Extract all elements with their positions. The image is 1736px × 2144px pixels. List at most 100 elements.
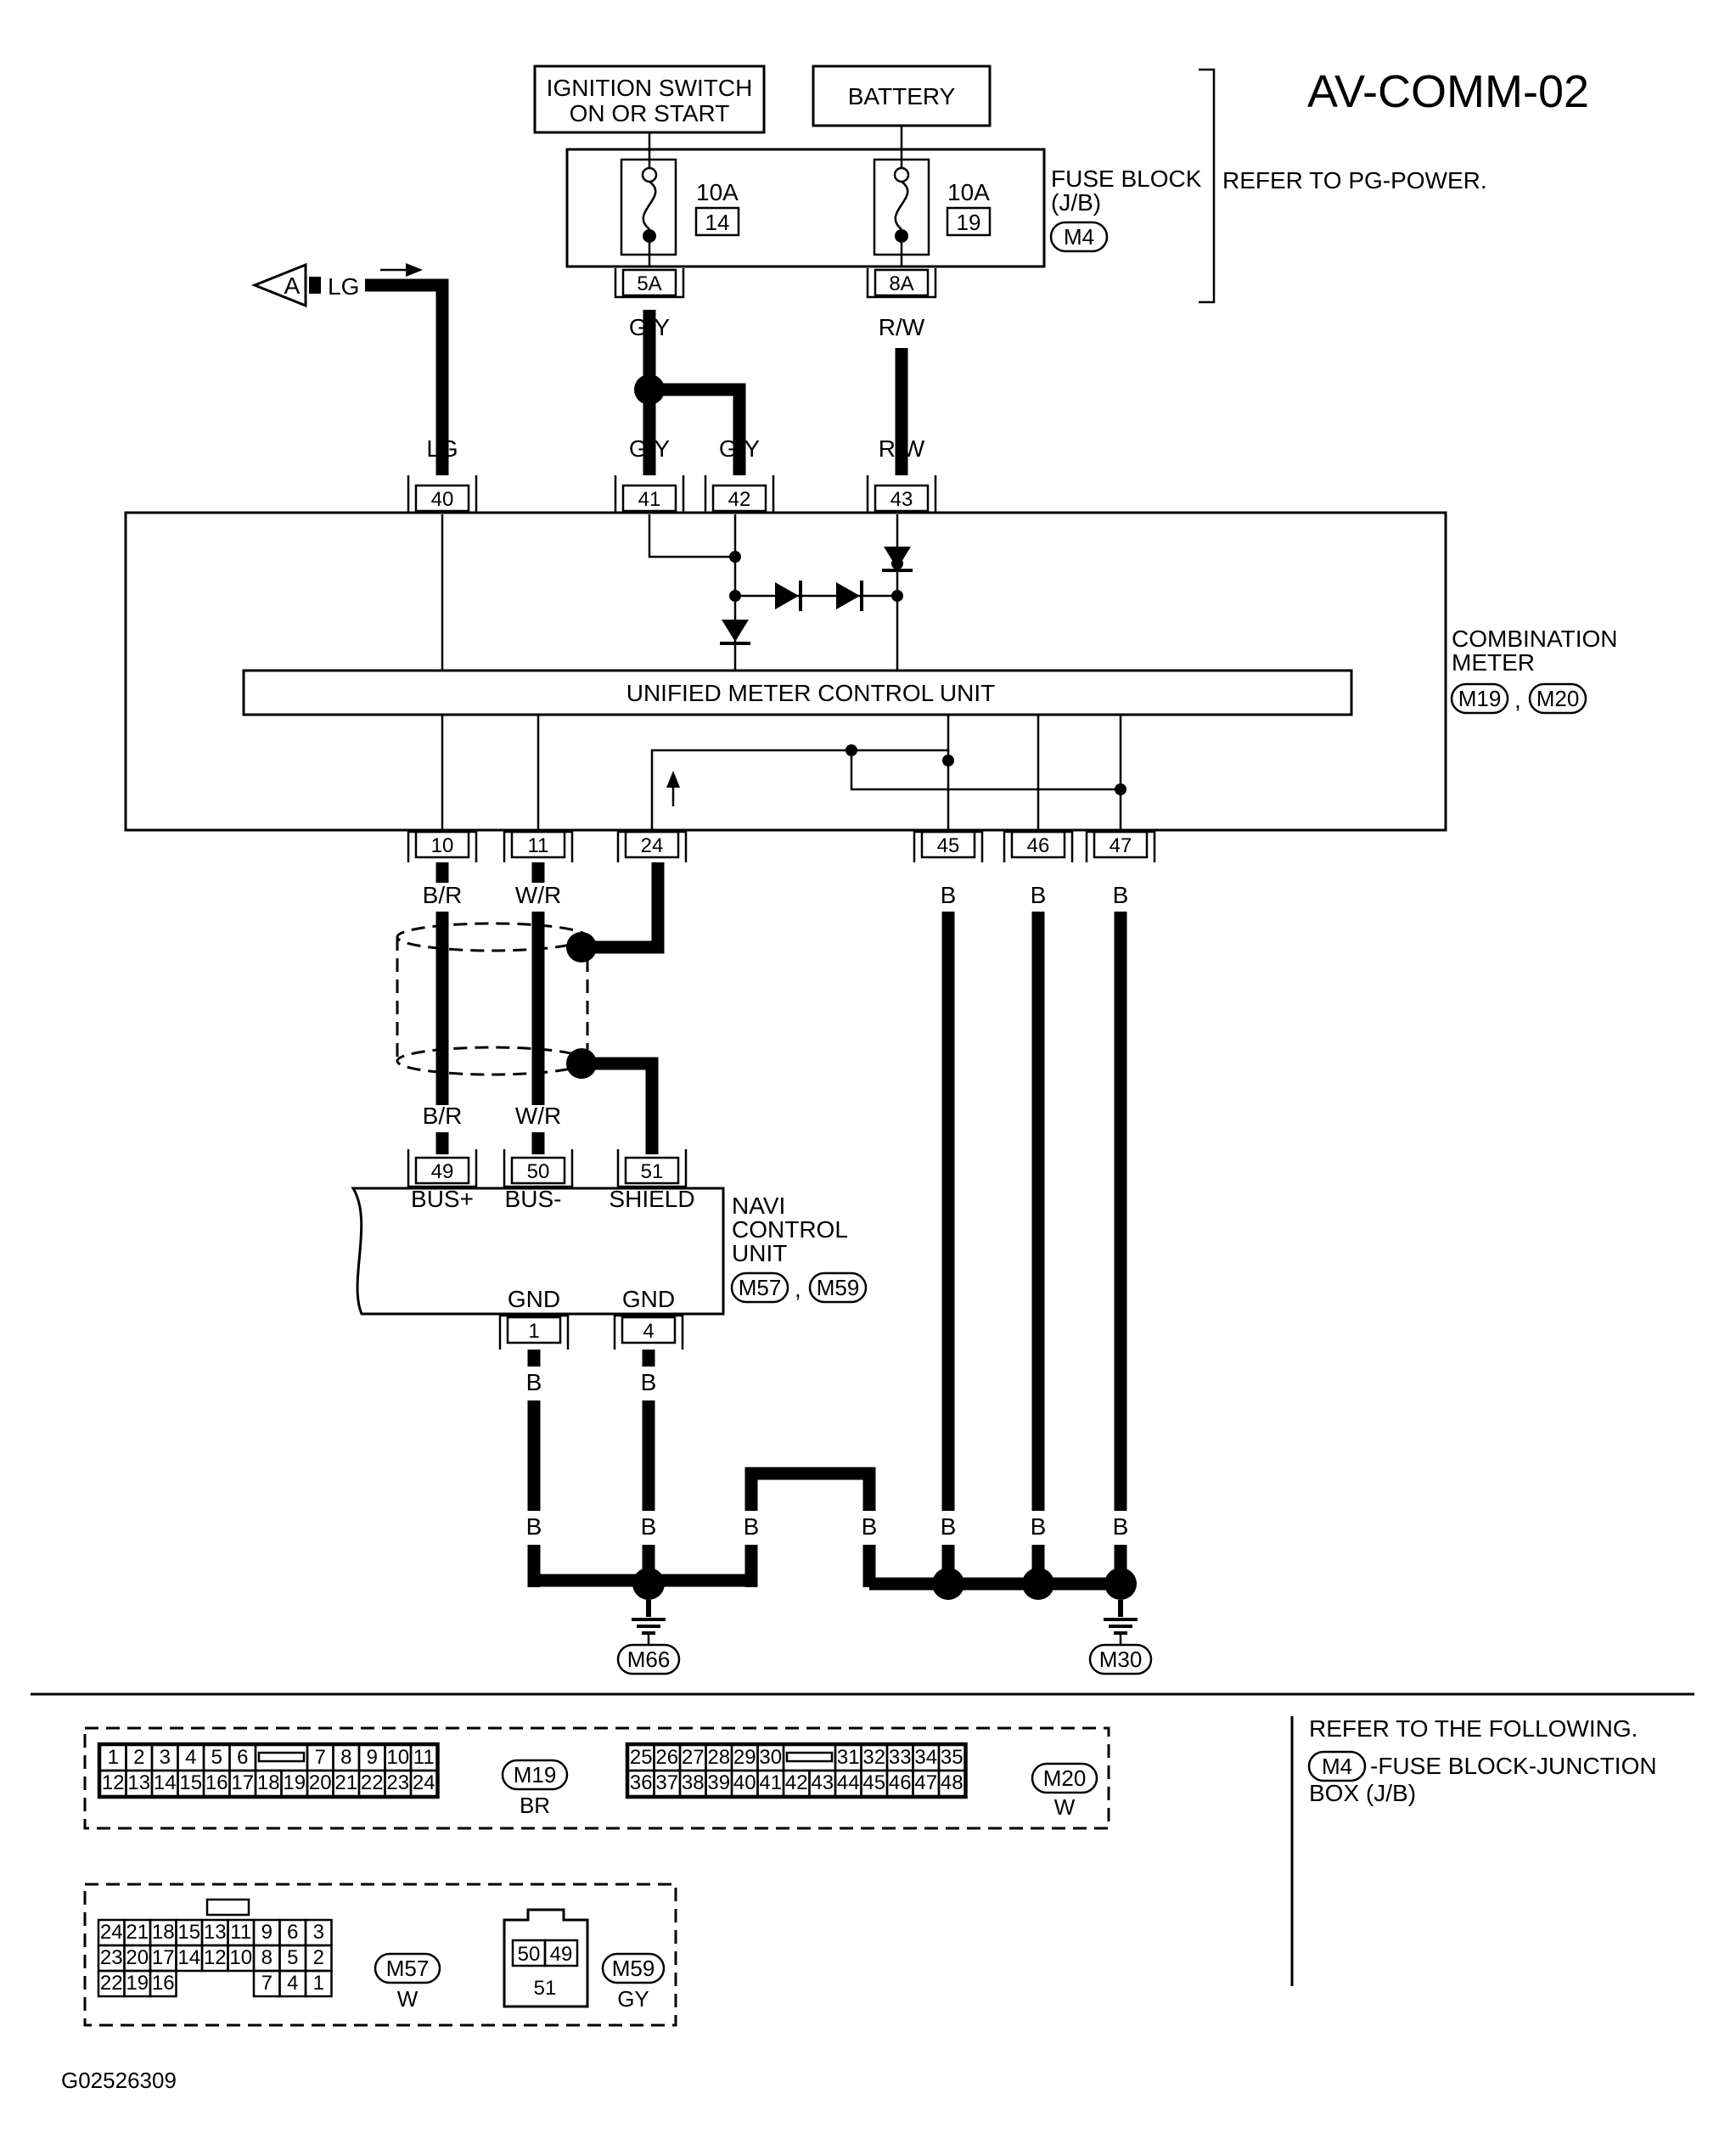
fuse-19-num: 19 xyxy=(957,210,981,235)
wire-shield-bottom xyxy=(581,1057,659,1154)
m20-grid-pin-label: 37 xyxy=(655,1771,678,1794)
wire-lg xyxy=(365,278,449,433)
ground-splice-m66 xyxy=(632,1568,665,1600)
m19-grid-pin-label: 15 xyxy=(179,1771,202,1794)
m19-grid-pin-label: 6 xyxy=(237,1746,248,1769)
m19-grid-pin-label: 17 xyxy=(231,1771,254,1794)
fuse-14-num: 14 xyxy=(705,210,730,235)
connector-m59-view: 50 49 51 xyxy=(503,1908,589,2008)
signal-bus-minus: BUS- xyxy=(505,1186,562,1212)
m19-grid-cell xyxy=(409,1769,438,1798)
m57-cell xyxy=(149,1969,177,1998)
m19-grid-pin-label: 2 xyxy=(133,1746,144,1769)
wire-label-b-4: B xyxy=(641,1369,657,1395)
connector-m57-id: M57 xyxy=(386,1956,430,1981)
m20-grid-pin-label: 45 xyxy=(862,1771,885,1794)
unified-meter-label: UNIFIED METER CONTROL UNIT xyxy=(626,680,996,706)
m57-pin-label: 10 xyxy=(229,1946,252,1969)
pin-5a: 5A xyxy=(614,268,685,299)
m20-grid-cell xyxy=(782,1743,837,1772)
m20-grid-pin-label: 27 xyxy=(682,1746,705,1769)
m20-grid-pin-label: 39 xyxy=(707,1771,730,1794)
m20-grid-pin-label: 40 xyxy=(733,1771,756,1794)
refer-following-line-1: -FUSE BLOCK-JUNCTION xyxy=(1370,1753,1657,1779)
m19-grid-pin-label: 23 xyxy=(386,1771,409,1794)
m20-grid-pin-label: 38 xyxy=(682,1771,705,1794)
m20-grid-pin-label: 35 xyxy=(941,1746,964,1769)
wire-label-b-47: B xyxy=(1113,882,1129,908)
m20-grid-pin-label: 48 xyxy=(941,1771,964,1794)
m20-grid-pin-label: 30 xyxy=(759,1746,782,1769)
m57-pin-label: 22 xyxy=(100,1972,123,1995)
wire-label-rw-top: R/W xyxy=(879,314,925,340)
m20-grid-pin-label: 33 xyxy=(889,1746,912,1769)
svg-text:11: 11 xyxy=(528,834,549,857)
ground-m66-label: M66 xyxy=(627,1647,671,1672)
fuse-14-amp: 10A xyxy=(696,179,739,205)
pin-11: 11 xyxy=(503,830,574,862)
fuse-block-connector: M4 xyxy=(1064,224,1094,250)
pin-1: 1 xyxy=(498,1314,570,1350)
m20-grid-pin-label: 34 xyxy=(914,1746,937,1769)
m57-pin-label: 13 xyxy=(204,1921,227,1944)
svg-text:1: 1 xyxy=(528,1320,539,1343)
m57-pin-label: 5 xyxy=(287,1946,298,1969)
refer-following-heading: REFER TO THE FOLLOWING. xyxy=(1309,1715,1638,1742)
wire-label-ground-3: B xyxy=(744,1513,760,1540)
navi-connector-m59: M59 xyxy=(817,1275,860,1300)
wire-label-ground-1: B xyxy=(526,1513,542,1540)
wire-label-ground-4: B xyxy=(862,1513,878,1540)
svg-text:49: 49 xyxy=(431,1160,454,1183)
m19-grid-pin-label: 9 xyxy=(367,1746,378,1769)
combination-meter-label-1: COMBINATION xyxy=(1452,626,1617,652)
wire-label-b-1: B xyxy=(526,1369,542,1395)
m20-grid-pin-label: 47 xyxy=(914,1771,937,1794)
wire-label-ground-2: B xyxy=(641,1513,657,1540)
fuse-block-label-2: (J/B) xyxy=(1051,189,1101,216)
m57-latch xyxy=(205,1898,250,1917)
svg-text:41: 41 xyxy=(638,488,661,511)
navi-control-unit: BUS+ BUS- SHIELD GND GND xyxy=(351,1186,725,1316)
m57-pin-label: 1 xyxy=(313,1972,324,1995)
wire-label-b-46: B xyxy=(1031,882,1047,908)
m20-grid-key xyxy=(785,1751,834,1763)
ground-splice-45 xyxy=(932,1568,964,1600)
m57-pin-label: 7 xyxy=(261,1972,272,1995)
fuse-block-label-1: FUSE BLOCK xyxy=(1051,166,1202,192)
m57-pin-label: 18 xyxy=(152,1921,175,1944)
m20-grid-pin-label: 41 xyxy=(759,1771,782,1794)
ignition-label-2: ON OR START xyxy=(570,100,730,126)
m57-pin-label: 11 xyxy=(230,1921,251,1944)
m20-grid-pin-label: 36 xyxy=(630,1771,653,1794)
off-page-connector-a: A LG xyxy=(250,262,423,308)
battery-source: BATTERY xyxy=(812,65,992,127)
m19-grid-pin-label: 11 xyxy=(413,1746,435,1769)
m20-grid-pin-label: 29 xyxy=(733,1746,756,1769)
m19-grid-key xyxy=(257,1751,306,1763)
pin-41: 41 xyxy=(614,475,685,514)
pin-45: 45 xyxy=(913,830,984,862)
m57-pin-label: 23 xyxy=(100,1946,123,1969)
navi-label-3: UNIT xyxy=(732,1240,787,1266)
m20-grid-cell xyxy=(937,1769,966,1798)
m19-grid-pin-label: 12 xyxy=(102,1771,125,1794)
m20-grid-pin-label: 26 xyxy=(655,1746,678,1769)
signal-gnd-1: GND xyxy=(508,1286,560,1312)
wire-label-br-navi: B/R xyxy=(423,1103,463,1129)
figure-id: G02526309 xyxy=(61,2068,177,2093)
m20-grid-pin-label: 43 xyxy=(811,1771,834,1794)
wire-label-wr: W/R xyxy=(515,882,561,908)
m19-grid-pin-label: 3 xyxy=(160,1746,171,1769)
m20-grid-pin-label: 44 xyxy=(837,1771,860,1794)
wire-label-ground-5: B xyxy=(941,1513,957,1540)
combination-meter: UNIFIED METER CONTROL UNIT xyxy=(124,511,1447,832)
svg-text:47: 47 xyxy=(1110,834,1132,857)
m19-grid-pin-label: 16 xyxy=(205,1771,228,1794)
m57-pin-label: 21 xyxy=(126,1921,149,1944)
svg-text:4: 4 xyxy=(643,1320,654,1343)
m57-pin-label: 4 xyxy=(287,1972,298,1995)
fuse-block: 10A 14 10A 19 xyxy=(565,148,1046,268)
m57-pin-label: 6 xyxy=(287,1921,298,1944)
